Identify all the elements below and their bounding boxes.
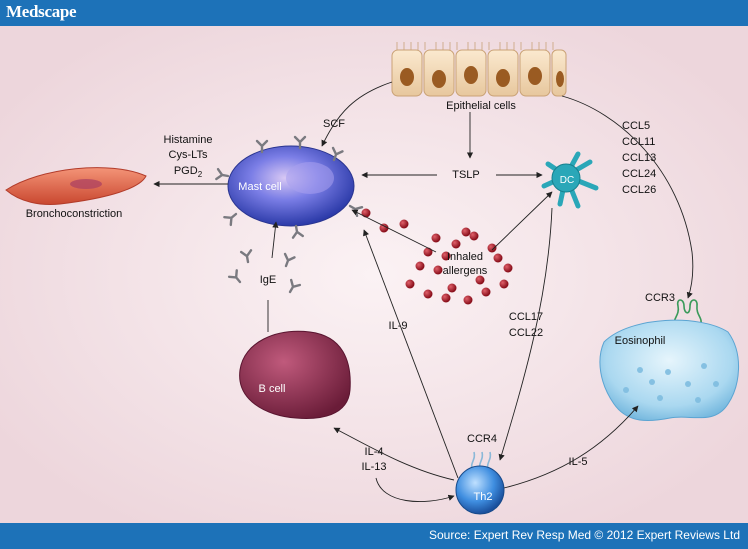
il13-label: IL-13	[361, 461, 386, 473]
medscape-logo[interactable]: Medscape	[6, 2, 77, 21]
allergen-particle	[503, 263, 513, 273]
epithelial-cells	[391, 42, 567, 97]
inhaled-allergens	[361, 208, 513, 305]
allergen-particle	[379, 223, 389, 233]
allergen-particle	[461, 227, 471, 237]
allergen-particle	[415, 261, 425, 271]
arrow-epithelial-to-mast	[321, 81, 393, 147]
allergen-particle	[463, 295, 473, 305]
th2-cell	[455, 465, 505, 515]
mast-cell-label: Mast cell	[238, 181, 281, 193]
b-cell	[239, 330, 351, 419]
allergens-label-line2: allergens	[443, 265, 488, 277]
source-credit: Source: Expert Rev Resp Med © 2012 Exper…	[429, 528, 740, 542]
th2-label: Th2	[474, 491, 493, 503]
ccl11-label: CCL11	[622, 136, 655, 148]
allergen-particle	[469, 231, 479, 241]
allergen-particle	[441, 293, 451, 303]
histamine-label: Histamine	[164, 134, 213, 146]
arrow-th2-to-eosinophil	[503, 405, 639, 489]
ccl13-label: CCL13	[622, 152, 656, 164]
allergen-particle	[361, 208, 371, 218]
ccr3-label: CCR3	[645, 292, 675, 304]
allergen-particle	[423, 247, 433, 257]
pgd2-label: PGD2	[174, 165, 203, 179]
dendritic-cell	[541, 151, 599, 209]
footer-bar: Source: Expert Rev Resp Med © 2012 Exper…	[0, 523, 748, 549]
ccl26-label: CCL26	[622, 184, 656, 196]
eosinophil-label: Eosinophil	[615, 335, 666, 347]
arrow-th2-to-mast-il9	[363, 229, 459, 479]
arrow-epithelial-to-eosinophil	[561, 95, 694, 299]
allergen-particle	[405, 279, 415, 289]
ccr4-label: CCR4	[467, 433, 497, 445]
il4-label: IL-4	[365, 446, 384, 458]
allergen-particle	[441, 251, 451, 261]
arrow-il4-il13-to-th2	[375, 477, 455, 503]
allergen-particle	[447, 283, 457, 293]
allergen-particle	[431, 233, 441, 243]
ccr3-receptor-icon	[673, 299, 702, 327]
ccl22-label: CCL22	[509, 327, 543, 339]
arrow-allergen-to-dc	[491, 191, 553, 251]
b-cell-label: B cell	[259, 383, 286, 395]
ccl24-label: CCL24	[622, 168, 656, 180]
il9-label: IL-9	[389, 320, 408, 332]
smooth-muscle-cell	[5, 167, 147, 205]
dc-label: DC	[560, 175, 574, 186]
allergen-particle	[481, 287, 491, 297]
eosinophil-granules	[623, 363, 719, 403]
arrow-ige-to-mast	[271, 221, 279, 259]
diagram-panel: Epithelial cells Bronchoconstriction His…	[0, 26, 748, 523]
ccl5-label: CCL5	[622, 120, 650, 132]
header-bar: Medscape	[0, 0, 748, 26]
allergen-particle	[487, 243, 497, 253]
diagram-background	[0, 26, 748, 523]
mast-cell-nucleus	[286, 162, 334, 194]
tslp-label: TSLP	[452, 169, 480, 181]
cys-lts-label: Cys-LTs	[169, 149, 208, 161]
arrow-th2-to-bcell	[333, 427, 455, 481]
allergen-particle	[451, 239, 461, 249]
bronchoconstriction-label: Bronchoconstriction	[26, 208, 123, 220]
allergen-particle	[423, 289, 433, 299]
allergens-label-line1: Inhaled	[447, 251, 483, 263]
il5-label: IL-5	[569, 456, 588, 468]
allergen-particle	[499, 279, 509, 289]
arrow-allergen-to-mast	[351, 209, 437, 253]
allergen-particle	[433, 265, 443, 275]
epithelial-label: Epithelial cells	[446, 100, 516, 112]
pathway-arrows	[153, 81, 694, 503]
allergen-particle	[493, 253, 503, 263]
ccl17-label: CCL17	[509, 311, 543, 323]
allergen-particle	[399, 219, 409, 229]
ige-label: IgE	[260, 274, 277, 286]
allergen-particle	[475, 275, 485, 285]
arrow-dc-to-th2	[498, 207, 553, 461]
